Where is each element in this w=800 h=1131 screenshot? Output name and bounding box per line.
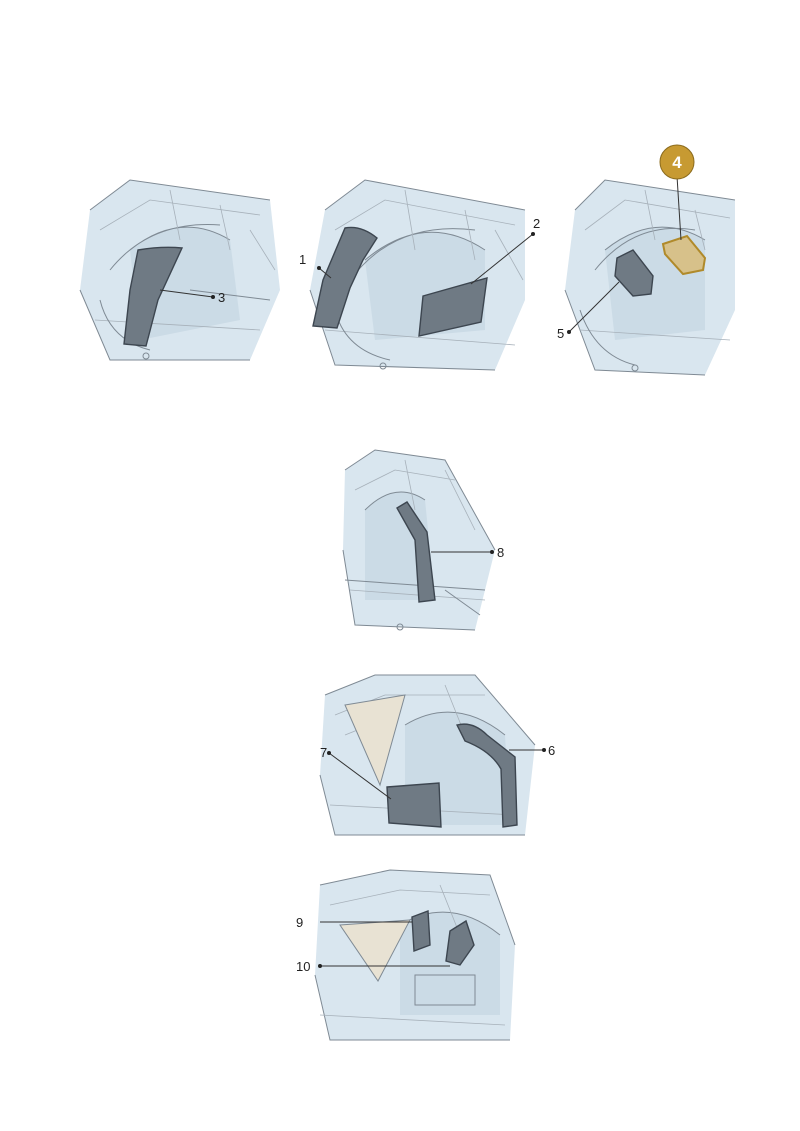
part-5-block (614, 249, 654, 297)
callout-8: 8 (497, 545, 504, 560)
leader-7 (328, 752, 392, 800)
callout-4: 4 (672, 153, 682, 172)
callout-1: 1 (299, 252, 306, 267)
panel-2-illustration: 1 2 (299, 179, 540, 371)
panel-5-wheel-arch: 7 6 (315, 665, 560, 840)
part-7-panel (386, 782, 442, 828)
panel-3-illustration: 4 5 (557, 144, 736, 376)
leader-4 (676, 175, 682, 241)
part-6-panel (455, 723, 518, 828)
callout-9: 9 (296, 915, 303, 930)
leader-5 (568, 281, 620, 333)
panel-2-wheel-arch: 1 2 (295, 170, 545, 380)
panel-1-illustration: 3 (79, 179, 280, 361)
callout-10: 10 (296, 959, 310, 974)
leader-1 (318, 267, 332, 279)
panel-4-illustration: 8 (342, 449, 504, 631)
callout-5: 5 (557, 326, 564, 341)
leader-2 (470, 233, 534, 285)
panel-4-wheel-arch: 8 (335, 440, 515, 640)
part-2-panel (418, 277, 488, 337)
part-7-support-shape (344, 694, 406, 787)
part-3-panel (123, 246, 184, 347)
panel-5-illustration: 7 6 (319, 674, 555, 836)
panel-6-illustration: 9 10 (296, 869, 516, 1041)
part-9-block (411, 910, 431, 952)
part-1-panel (312, 226, 378, 329)
part-4-block-highlighted (661, 234, 707, 276)
part-10-block (445, 919, 475, 966)
callout-4-badge: 4 (659, 144, 695, 180)
panel-6-wheel-arch: 9 10 (290, 865, 525, 1045)
callout-6: 6 (548, 743, 555, 758)
part-8-panel (396, 501, 436, 603)
callout-7: 7 (320, 745, 327, 760)
callout-2: 2 (533, 216, 540, 231)
callout-3: 3 (218, 290, 225, 305)
panel-1-wheel-arch: 3 (70, 170, 290, 370)
leader-3 (159, 289, 214, 298)
panel-3-wheel-arch: 4 5 (555, 140, 745, 385)
